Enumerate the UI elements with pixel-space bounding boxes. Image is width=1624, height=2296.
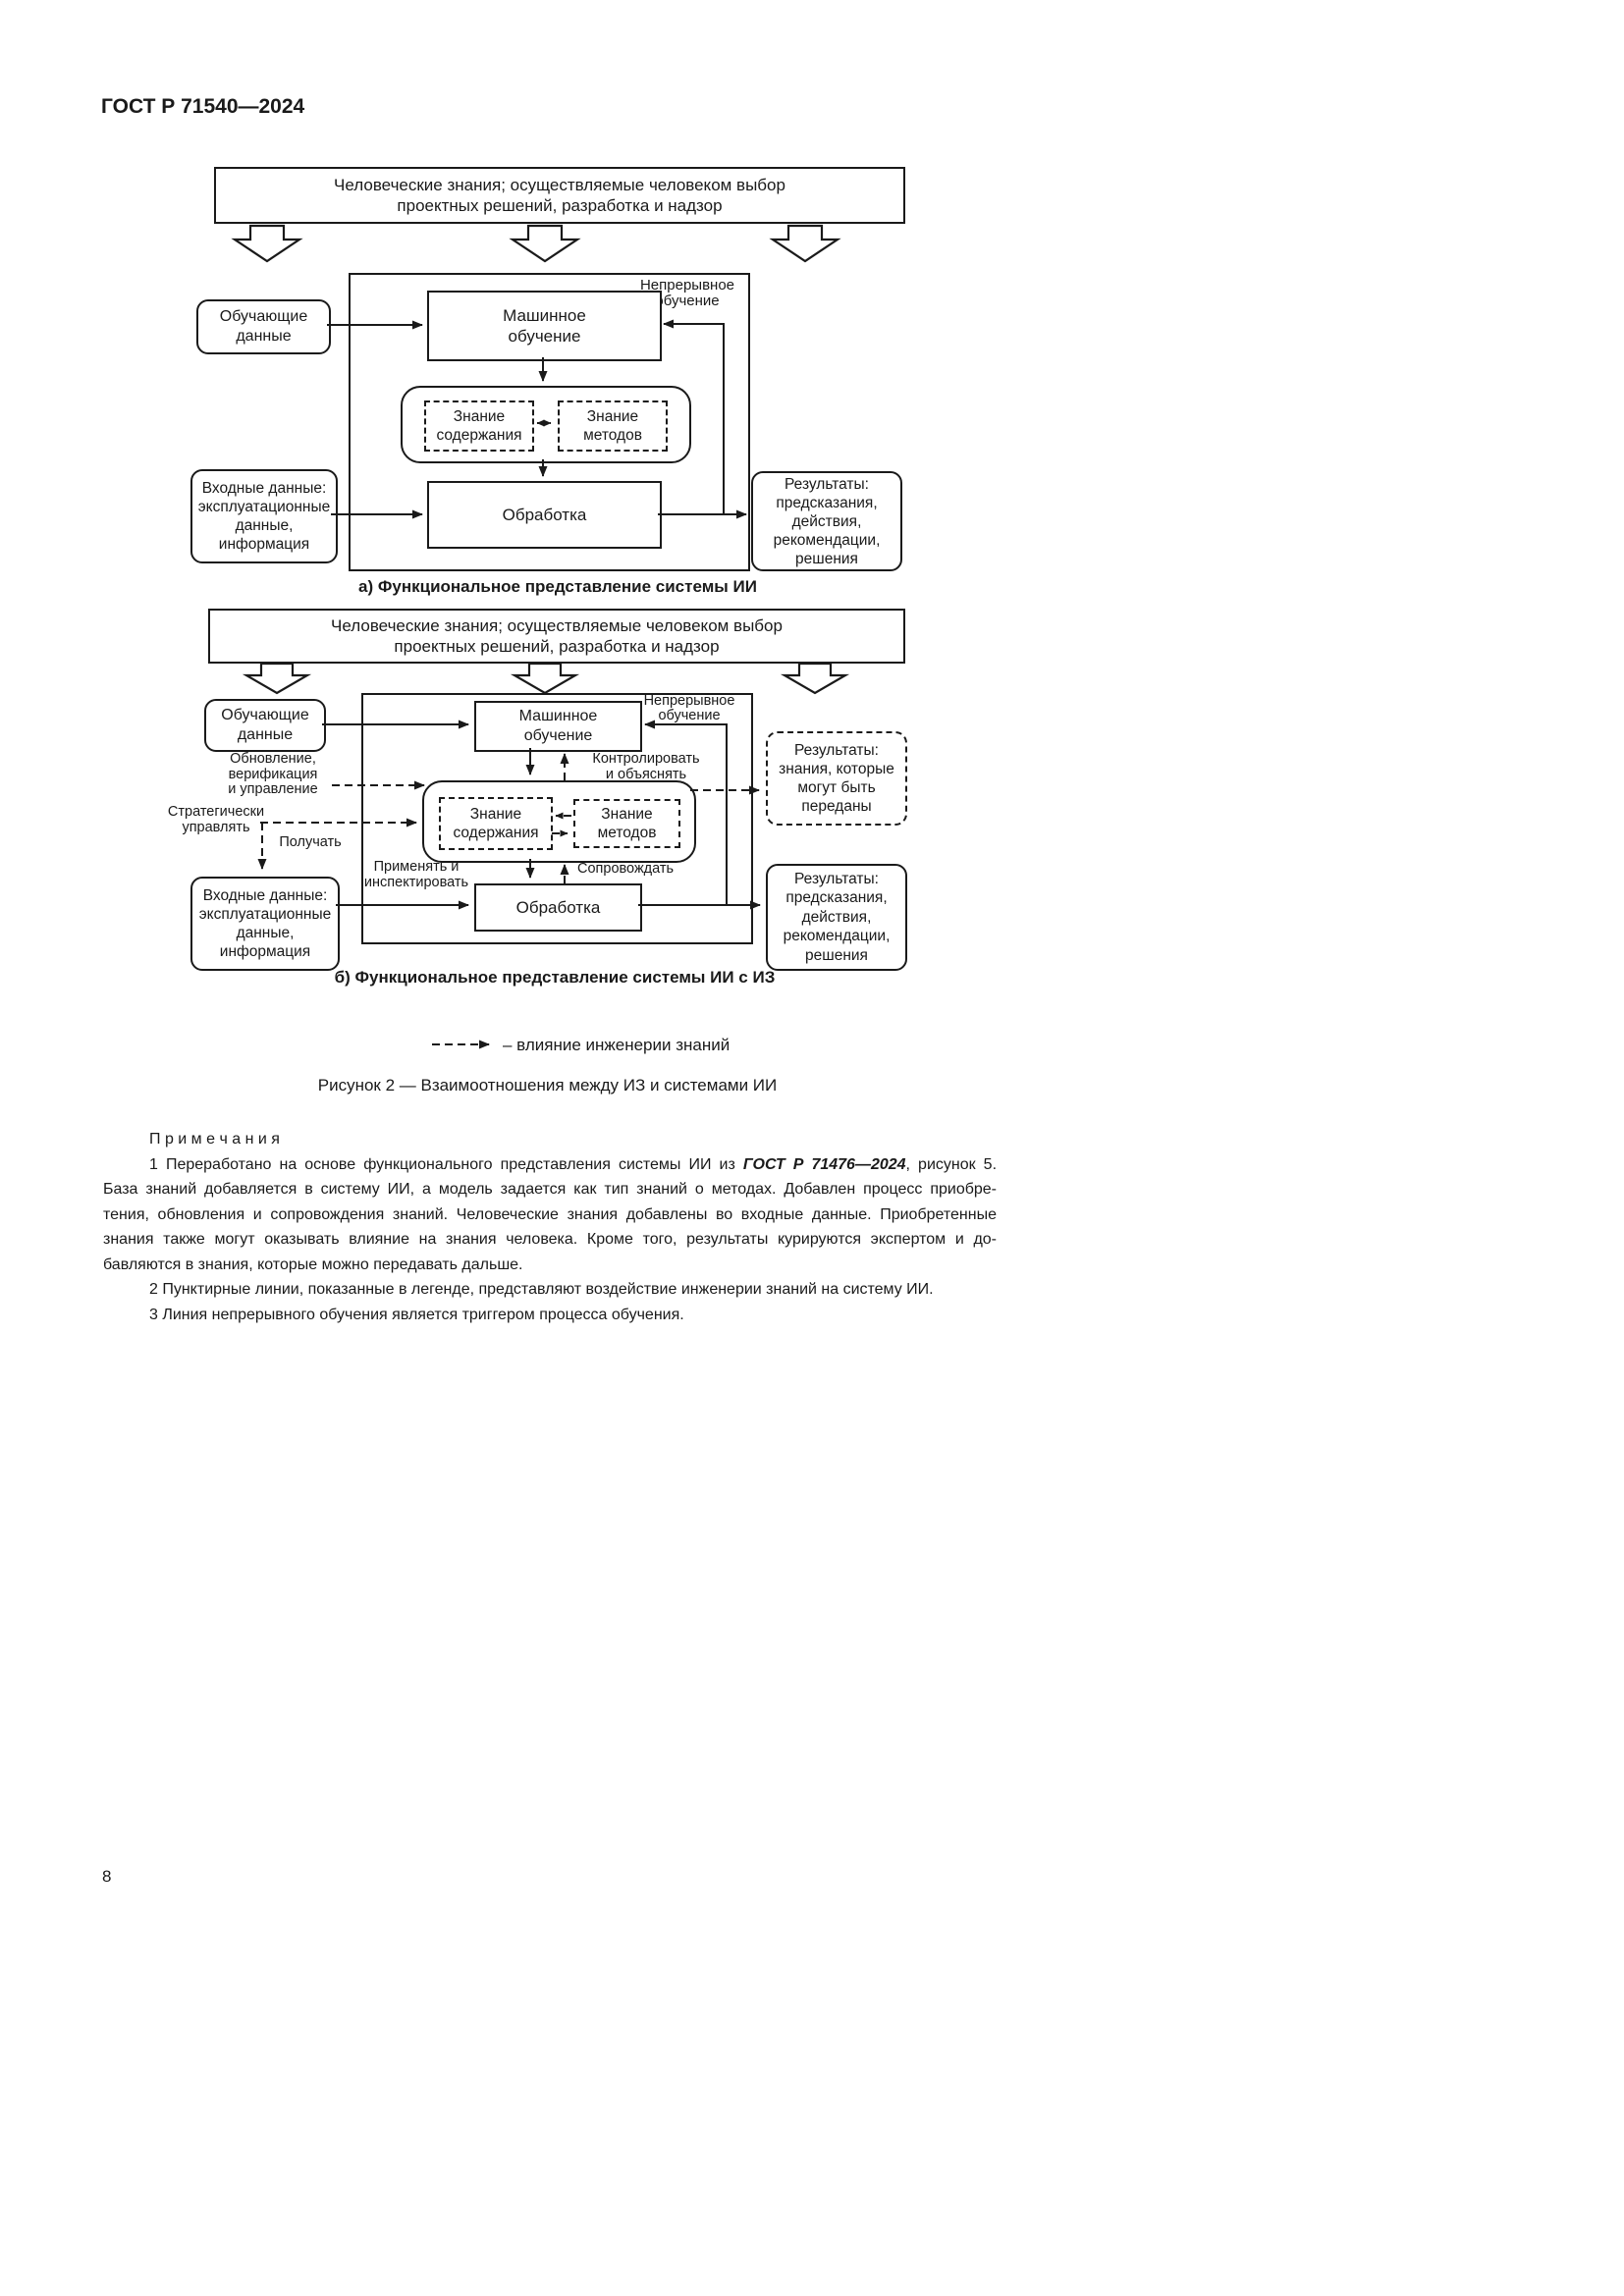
note-1-after-ref: , рисунок 5. (905, 1155, 998, 1173)
diagram-b-knowledge-methods-box: Знание методов (573, 799, 680, 848)
diagram-b-maintain-label: Сопровождать (577, 861, 675, 877)
note-2: 2 Пунктирные линии, показанные в легенде… (149, 1281, 934, 1298)
diagram-a-system-boundary (349, 273, 750, 571)
diagram-b-strategic-manage-label: Стратегически управлять (167, 804, 265, 835)
diagram-b-input-data-box: Входные данные: эксплуатационные данные,… (190, 877, 340, 971)
diagram-a-knowledge-methods-box: Знание методов (558, 400, 668, 452)
diagram-b-training-data-box: Обучающие данные (204, 699, 326, 752)
human-knowledge-down-arrow-icon (242, 662, 312, 695)
human-knowledge-down-arrow-icon (769, 224, 841, 263)
diagram-b-human-knowledge-banner: Человеческие знания; осуществляемые чело… (208, 609, 905, 664)
diagram-a-input-data-box: Входные данные: эксплуатационные данные,… (190, 469, 338, 563)
human-knowledge-down-arrow-icon (780, 662, 850, 695)
diagram-a-human-knowledge-banner: Человеческие знания; осуществляемые чело… (214, 167, 905, 224)
diagram-b-obtain-label: Получать (279, 834, 342, 850)
human-knowledge-down-arrow-icon (510, 662, 580, 695)
legend-label: – влияние инженерии знаний (503, 1036, 731, 1054)
note-1-intro: 1 Переработано на основе функционального… (149, 1155, 743, 1173)
gost-reference: ГОСТ Р 71476—2024 (742, 1155, 906, 1173)
diagram-a-knowledge-content-box: Знание содержания (424, 400, 534, 452)
note-1-continuation: База знаний добавляется в систему ИИ, а … (103, 1181, 997, 1273)
page-header: ГОСТ Р 71540—2024 (101, 95, 305, 118)
diagram-a-caption: а) Функциональное представление системы … (358, 577, 757, 596)
human-knowledge-down-arrow-icon (509, 224, 581, 263)
diagram-b-caption: б) Функциональное представление системы … (334, 968, 776, 987)
notes-section: П р и м е ч а н и я 1 Переработано на ос… (103, 1127, 997, 1327)
diagram-b-continuous-learning-label: Непрерывное обучение (643, 693, 735, 723)
human-knowledge-down-arrow-icon (231, 224, 303, 263)
diagram-b-control-explain-label: Контролировать и объяснять (592, 751, 700, 782)
diagram-b-results-box: Результаты: предсказания, действия, реко… (766, 864, 907, 971)
diagram-b-results-knowledge-box: Результаты: знания, которые могут быть п… (766, 731, 907, 826)
diagram-b-processing-box: Обработка (474, 883, 642, 932)
note-3: 3 Линия непрерывного обучения является т… (149, 1306, 684, 1323)
page-number: 8 (102, 1867, 112, 1886)
diagram-a-continuous-learning-label: Непрерывное обучение (639, 277, 735, 309)
note-1-first-line: 1 Переработано на основе функционального… (103, 1152, 997, 1178)
diagram-b-machine-learning-box: Машинное обучение (474, 701, 642, 752)
diagram-a-results-box: Результаты: предсказания, действия, реко… (751, 471, 902, 571)
figure-caption: Рисунок 2 — Взаимоотношения между ИЗ и с… (317, 1076, 778, 1095)
diagram-b-knowledge-content-box: Знание содержания (439, 797, 553, 850)
diagram-b-update-verify-label: Обновление, верификация и управление (228, 751, 318, 797)
diagram-a-training-data-box: Обучающие данные (196, 299, 331, 354)
diagram-a-processing-box: Обработка (427, 481, 662, 549)
diagram-a-machine-learning-box: Машинное обучение (427, 291, 662, 361)
notes-title: П р и м е ч а н и я (149, 1131, 280, 1148)
diagram-b-apply-inspect-label: Применять и инспектировать (363, 859, 469, 890)
